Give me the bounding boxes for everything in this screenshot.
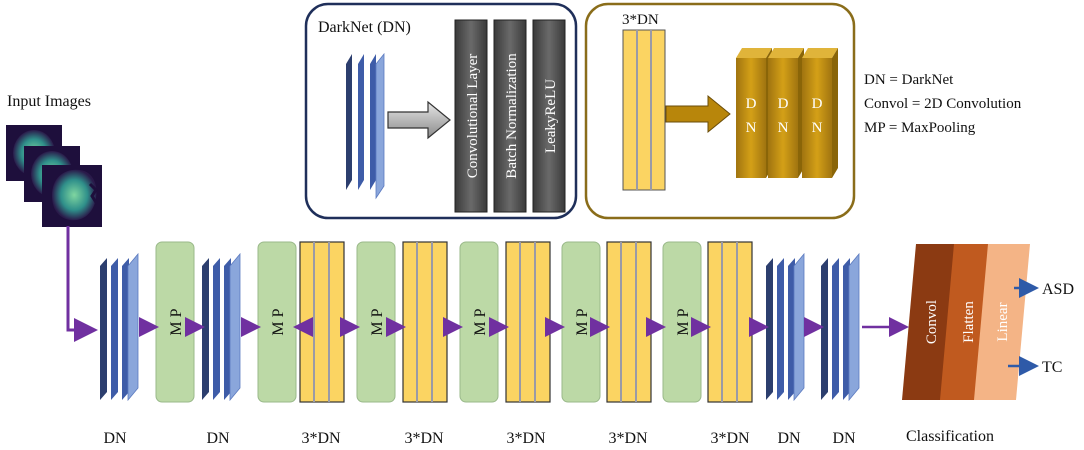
pipeline-label-5-triple: 3*DN <box>506 430 546 447</box>
tc-output-label: TC <box>1042 359 1062 376</box>
pipeline-label-4-triple: 3*DN <box>404 430 444 447</box>
gold-dn-block-3-letter-d: D <box>812 96 823 112</box>
input-image-stack <box>6 125 102 227</box>
triple-dn-panel: 3*DN D N D N <box>584 2 856 220</box>
leakyrelu-layer-label: LeakyReLU <box>543 79 559 153</box>
darknet-panel-dn-block <box>346 52 385 200</box>
pipeline-triple-dn-block-3 <box>505 241 551 403</box>
pipeline-triple-dn-block-2 <box>402 241 448 403</box>
pipeline-triple-dn-block-5 <box>707 241 753 403</box>
pipeline-maxpool-label-4: M P <box>472 308 489 335</box>
pipeline: M P M P M P M P M P M P DN DN 3*DN 3*DN 3*DN 3*DN 3*… <box>100 241 909 447</box>
gold-dn-block-3-letter-n: N <box>812 120 823 136</box>
legend-item-maxpooling: MP = MaxPooling <box>864 120 976 136</box>
gold-dn-block-3: D N <box>802 48 838 178</box>
input-arrow <box>66 226 98 342</box>
legend: DN = DarkNet Convol = 2D Convolution MP … <box>864 72 1022 136</box>
pipeline-label-8-dn: DN <box>777 430 801 447</box>
triple-dn-panel-arrow <box>665 94 731 134</box>
pipeline-dn-block-3 <box>766 252 805 402</box>
darknet-panel-arrow <box>387 100 451 140</box>
legend-item-convol: Convol = 2D Convolution <box>864 96 1022 112</box>
conv-layer-box <box>454 19 488 213</box>
darknet-panel: DarkNet (DN) Convolutional Layer Batch N… <box>304 2 578 220</box>
pipeline-maxpool-block-1: M P <box>155 241 195 403</box>
pipeline-maxpool-block-4: M P <box>459 241 499 403</box>
triple-dn-panel-title: 3*DN <box>622 12 659 28</box>
asd-output-label: ASD <box>1042 281 1074 298</box>
batchnorm-layer-label: Batch Normalization <box>504 53 520 179</box>
gold-dn-block-2-letter-d: D <box>778 96 789 112</box>
gold-dn-block-2-letter-n: N <box>778 120 789 136</box>
linear-layer-box <box>974 244 1030 400</box>
input-image-3 <box>42 165 102 227</box>
pipeline-maxpool-label-2: M P <box>270 308 287 335</box>
linear-layer-label: Linear <box>995 302 1011 341</box>
pipeline-maxpool-block-6: M P <box>662 241 702 403</box>
pipeline-maxpool-label-5: M P <box>574 308 591 335</box>
flatten-layer-label: Flatten <box>961 301 977 343</box>
gold-dn-block-1: D N <box>736 48 772 178</box>
pipeline-label-9-dn: DN <box>832 430 856 447</box>
pipeline-maxpool-block-5: M P <box>561 241 601 403</box>
pipeline-triple-dn-block-1 <box>299 241 345 403</box>
conv-layer-label: Convolutional Layer <box>465 54 481 179</box>
darknet-panel-title: DarkNet (DN) <box>318 19 411 36</box>
pipeline-label-1-dn: DN <box>103 430 127 447</box>
pipeline-maxpool-block-2: M P <box>257 241 297 403</box>
pipeline-dn-block-2 <box>202 252 241 402</box>
pipeline-label-2-dn: DN <box>206 430 230 447</box>
gold-dn-blocks: D N D N D N <box>736 48 838 178</box>
classification-label: Classification <box>906 428 994 445</box>
input-images-label: Input Images <box>7 93 91 110</box>
triple-dn-panel-block <box>622 29 666 191</box>
pipeline-label-6-triple: 3*DN <box>608 430 648 447</box>
pipeline-dn-block-1 <box>100 252 139 402</box>
pipeline-triple-dn-block-4 <box>606 241 652 403</box>
darknet-layer-stack: Convolutional Layer Batch Normalization … <box>454 19 566 213</box>
classifier-head: Convol Flatten Linear ASD TC Classificat… <box>902 244 1074 445</box>
convol-layer-label: Convol <box>924 300 940 344</box>
pipeline-maxpool-block-3: M P <box>356 241 396 403</box>
pipeline-maxpool-label-3: M P <box>369 308 386 335</box>
pipeline-dn-block-4 <box>821 252 860 402</box>
legend-item-darknet: DN = DarkNet <box>864 72 954 88</box>
pipeline-label-3-triple: 3*DN <box>301 430 341 447</box>
batchnorm-layer-box <box>493 19 527 213</box>
pipeline-label-7-triple: 3*DN <box>710 430 750 447</box>
pipeline-maxpool-label-6: M P <box>675 308 692 335</box>
gold-dn-block-1-letter-d: D <box>746 96 757 112</box>
leakyrelu-layer-box <box>532 19 566 213</box>
pipeline-maxpool-label-1: M P <box>168 308 185 335</box>
gold-dn-block-2: D N <box>768 48 804 178</box>
gold-dn-block-1-letter-n: N <box>746 120 757 136</box>
